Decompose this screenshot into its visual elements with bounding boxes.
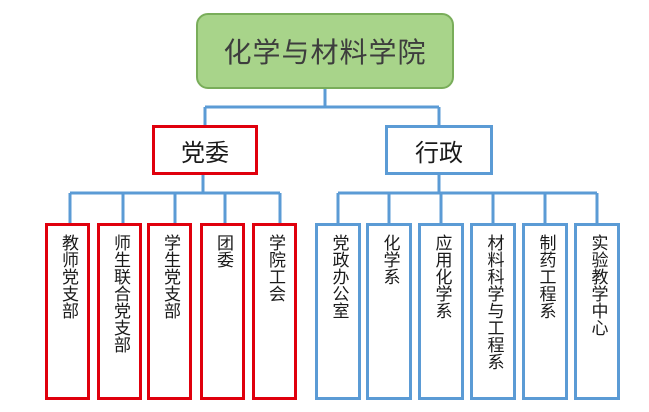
party-committee-label: 党委 <box>181 138 229 167</box>
party-unit-box: 学院工会 <box>252 223 297 400</box>
root-label: 化学与材料学院 <box>223 36 427 69</box>
party-unit-box: 师生联合党支部 <box>97 223 142 400</box>
admin-unit-label: 党政办公室 <box>328 234 349 319</box>
party-unit-label: 学生党支部 <box>160 234 180 319</box>
party-unit-label: 学院工会 <box>265 234 285 302</box>
admin-unit-label: 化学系 <box>379 234 400 285</box>
party-unit-box: 团委 <box>200 223 245 400</box>
administration-node: 行政 <box>385 125 493 175</box>
admin-unit-label: 制药工程系 <box>535 234 556 319</box>
admin-unit-label: 实验教学中心 <box>587 234 608 336</box>
admin-unit-box: 化学系 <box>366 223 412 400</box>
party-committee-node: 党委 <box>152 125 258 175</box>
admin-unit-label: 应用化学系 <box>431 234 452 319</box>
party-unit-box: 教师党支部 <box>45 223 90 400</box>
party-unit-label: 团委 <box>213 234 233 268</box>
party-unit-box: 学生党支部 <box>147 223 192 400</box>
admin-unit-box: 材料科学与工程系 <box>470 223 516 400</box>
admin-unit-label: 材料科学与工程系 <box>483 234 504 370</box>
party-unit-label: 教师党支部 <box>58 234 78 319</box>
admin-unit-box: 应用化学系 <box>418 223 464 400</box>
admin-unit-box: 实验教学中心 <box>574 223 620 400</box>
administration-label: 行政 <box>415 138 463 167</box>
admin-unit-box: 制药工程系 <box>522 223 568 400</box>
root-node: 化学与材料学院 <box>196 13 454 89</box>
party-unit-label: 师生联合党支部 <box>110 234 130 353</box>
admin-unit-box: 党政办公室 <box>315 223 361 400</box>
